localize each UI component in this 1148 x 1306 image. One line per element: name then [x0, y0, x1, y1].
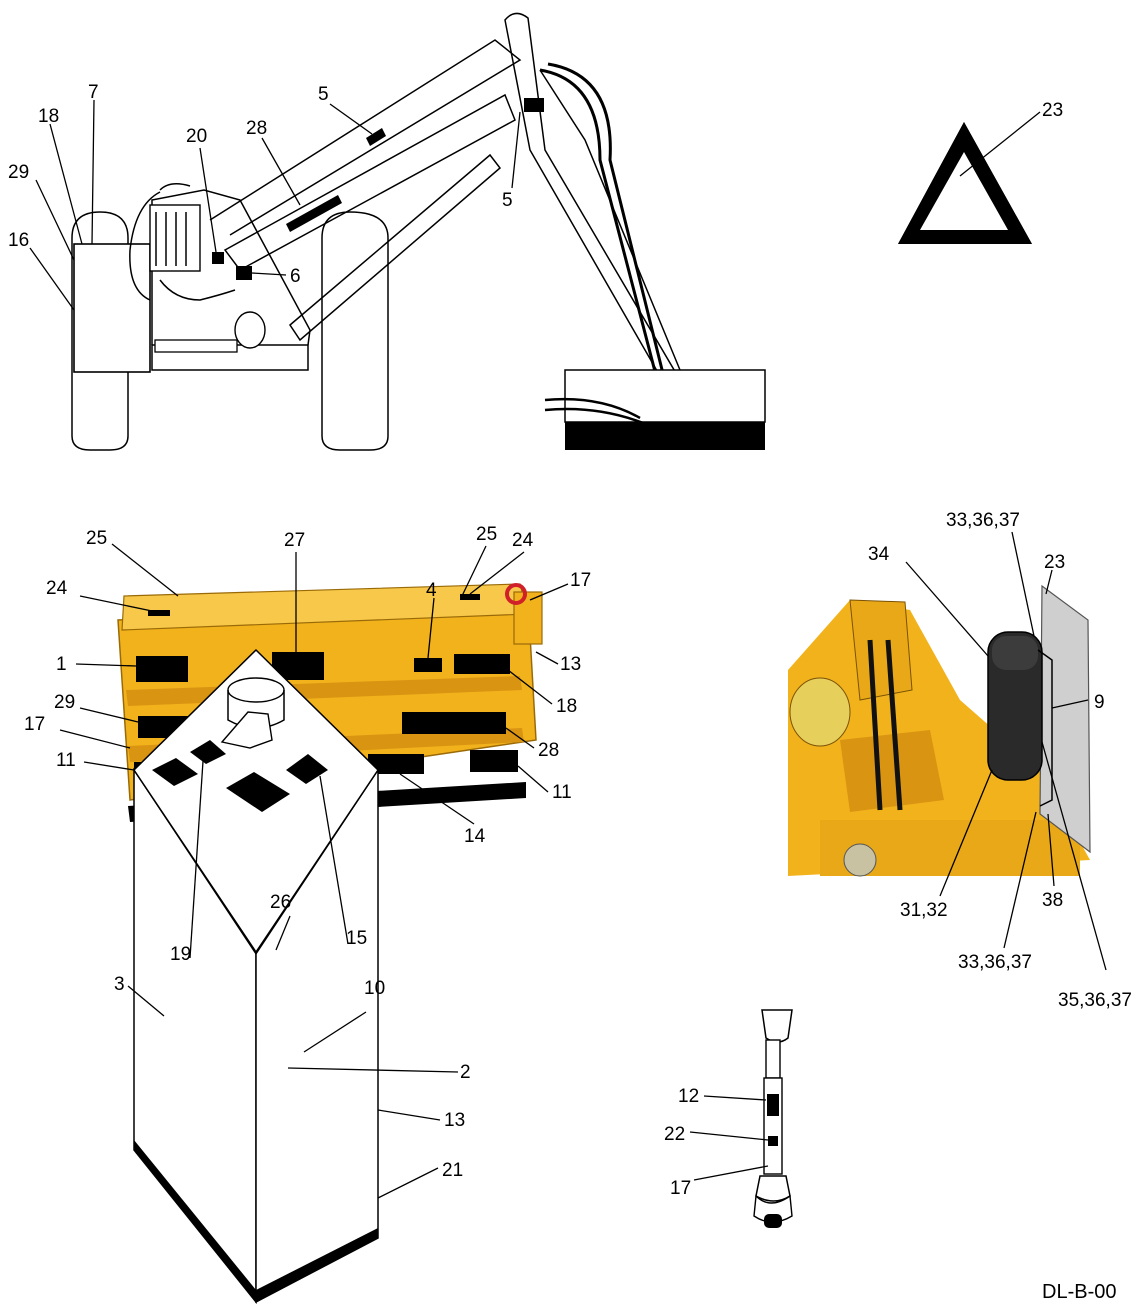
decal-4 — [414, 658, 442, 672]
callout-13-box: 13 — [444, 1110, 465, 1131]
callout-26: 26 — [270, 892, 291, 913]
callout-25-left: 25 — [86, 528, 107, 549]
callout-9: 9 — [1094, 692, 1105, 713]
decal-24-left — [148, 610, 170, 616]
callout-18-mower: 18 — [556, 696, 577, 717]
callout-29-mower: 29 — [54, 692, 75, 713]
callout-25-right: 25 — [476, 524, 497, 545]
callout-17-pto: 17 — [670, 1178, 691, 1199]
callout-33-36-37-top: 33,36,37 — [946, 510, 1020, 531]
decal-28-mower — [402, 712, 506, 734]
decal-2 — [226, 772, 290, 812]
callout-24-right: 24 — [512, 530, 534, 551]
callout-4: 4 — [426, 580, 437, 601]
callout-31-32: 31,32 — [900, 900, 948, 921]
drawing-code: DL-B-00 — [1042, 1281, 1116, 1303]
callout-38: 38 — [1042, 890, 1063, 911]
decal-28 — [286, 195, 342, 232]
decal-18-mower — [454, 654, 510, 674]
decal-14 — [368, 754, 424, 774]
callout-13-mower: 13 — [560, 654, 581, 675]
callout-29: 29 — [8, 162, 29, 183]
smv-sign-view: 23 — [898, 100, 1063, 244]
callout-7: 7 — [88, 82, 99, 103]
callout-23-canister: 23 — [1044, 552, 1065, 573]
callout-2: 2 — [460, 1062, 471, 1083]
decal-19 — [190, 740, 226, 764]
decal-1 — [136, 656, 188, 682]
decal-20 — [212, 252, 224, 264]
callout-24-left: 24 — [46, 578, 68, 599]
callout-14: 14 — [464, 826, 486, 847]
box-view: 26 19 15 3 10 2 13 21 — [114, 648, 471, 1305]
callout-33-36-37-bottom: 33,36,37 — [958, 952, 1032, 973]
decal-3 — [152, 758, 198, 786]
decal-5-upper — [366, 128, 386, 146]
callout-17-top: 17 — [570, 570, 591, 591]
callout-28-mower: 28 — [538, 740, 559, 761]
callout-28: 28 — [246, 118, 267, 139]
callout-19: 19 — [170, 944, 191, 965]
callout-3: 3 — [114, 974, 125, 995]
decal-24-right — [460, 594, 480, 600]
callout-35-36-37: 35,36,37 — [1058, 990, 1132, 1011]
callout-15: 15 — [346, 928, 367, 949]
callout-22: 22 — [664, 1124, 685, 1145]
callout-34: 34 — [868, 544, 890, 565]
decal-5-arm — [524, 98, 544, 112]
decal-12 — [767, 1094, 779, 1116]
canister-view: 34 33,36,37 23 9 31,32 38 33,36,37 35,36… — [788, 510, 1132, 1011]
callout-21: 21 — [442, 1160, 463, 1181]
callout-18: 18 — [38, 106, 59, 127]
callout-11-right: 11 — [552, 782, 572, 803]
tractor-view: 7 18 29 16 20 28 5 5 6 — [8, 12, 766, 451]
callout-20: 20 — [186, 126, 207, 147]
callout-6: 6 — [290, 266, 301, 287]
callout-5-b: 5 — [502, 190, 513, 211]
callout-27: 27 — [284, 530, 305, 551]
callout-11-left: 11 — [56, 750, 76, 771]
decal-22 — [768, 1136, 778, 1146]
decal-11-right — [470, 750, 518, 772]
callout-12: 12 — [678, 1086, 699, 1107]
callout-5-a: 5 — [318, 84, 329, 105]
callout-1: 1 — [56, 654, 67, 675]
callout-17-side: 17 — [24, 714, 45, 735]
callout-23-smv: 23 — [1042, 100, 1063, 121]
callout-10: 10 — [364, 978, 385, 999]
decal-10 — [286, 754, 328, 784]
callout-16: 16 — [8, 230, 29, 251]
decal-6 — [236, 266, 252, 280]
pto-shaft-view: 12 22 17 — [664, 1009, 793, 1228]
